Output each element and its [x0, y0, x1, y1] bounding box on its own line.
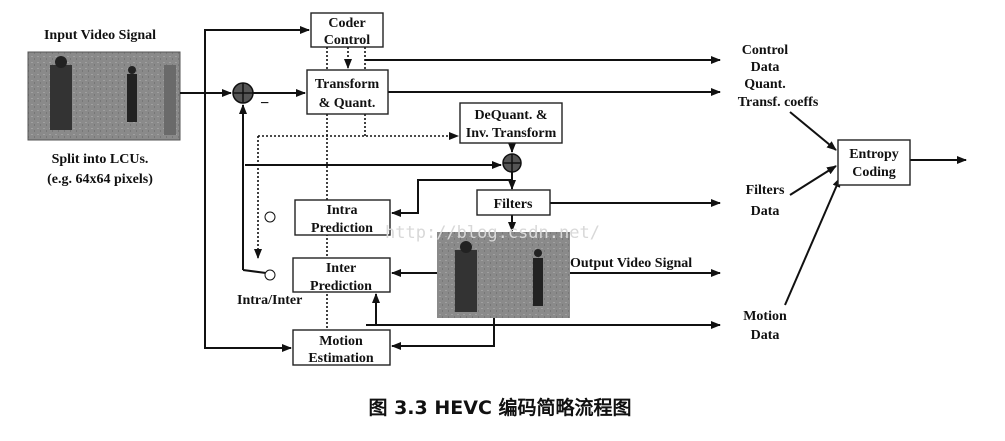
filters-block: Filters: [476, 189, 551, 216]
switch-label: Intra/Inter: [237, 293, 302, 308]
motion-data-label-1: Motion: [743, 309, 787, 324]
svg-text:Prediction: Prediction: [310, 279, 372, 294]
output-video-frame: [437, 232, 570, 318]
coder-control-block: Coder Control: [310, 12, 384, 48]
quant-label-1: Quant.: [744, 77, 786, 92]
svg-text:Estimation: Estimation: [308, 351, 374, 366]
svg-text:Motion: Motion: [319, 334, 363, 349]
svg-text:Inter: Inter: [326, 261, 356, 276]
svg-text:Entropy: Entropy: [849, 147, 899, 162]
watermark: http://blog.csdn.net/: [385, 223, 600, 243]
svg-text:& Quant.: & Quant.: [319, 96, 376, 111]
svg-text:Inv. Transform: Inv. Transform: [466, 126, 557, 141]
svg-text:Prediction: Prediction: [311, 221, 373, 236]
svg-text:Filters: Filters: [494, 197, 533, 212]
minus-sign: −: [260, 95, 269, 112]
input-title: Input Video Signal: [44, 28, 156, 43]
svg-text:Intra: Intra: [326, 203, 357, 218]
transform-quant-block: Transform & Quant.: [306, 69, 389, 115]
svg-text:Coding: Coding: [852, 165, 896, 180]
entropy-coding-block: Entropy Coding: [837, 139, 911, 186]
filters-data-label-2: Data: [751, 204, 780, 219]
svg-text:Coder: Coder: [328, 16, 365, 31]
connections: [180, 26, 967, 352]
quant-label-2: Transf. coeffs: [738, 95, 819, 110]
control-data-label-1: Control: [742, 43, 789, 58]
svg-text:DeQuant. &: DeQuant. &: [474, 108, 547, 123]
inter-prediction-block: Inter Prediction: [292, 257, 391, 294]
split-line1: Split into LCUs.: [52, 152, 149, 167]
svg-text:Transform: Transform: [315, 77, 380, 92]
switch-contact-inter: [264, 269, 276, 281]
switch-contact-intra: [264, 211, 276, 223]
dequant-block: DeQuant. & Inv. Transform: [459, 102, 563, 144]
control-data-label-2: Data: [751, 60, 780, 75]
intra-prediction-block: Intra Prediction: [294, 199, 391, 236]
motion-data-label-2: Data: [751, 328, 780, 343]
split-line2: (e.g. 64x64 pixels): [47, 172, 153, 187]
adder-subtract: [232, 82, 254, 104]
filters-data-label-1: Filters: [746, 183, 785, 198]
input-video-frame: [27, 51, 181, 141]
svg-text:Control: Control: [324, 33, 371, 48]
motion-estimation-block: Motion Estimation: [292, 329, 391, 366]
figure-caption: 图 3.3 HEVC 编码简略流程图: [368, 396, 631, 419]
adder-reconstruct: [502, 153, 522, 173]
output-label: Output Video Signal: [570, 256, 692, 271]
